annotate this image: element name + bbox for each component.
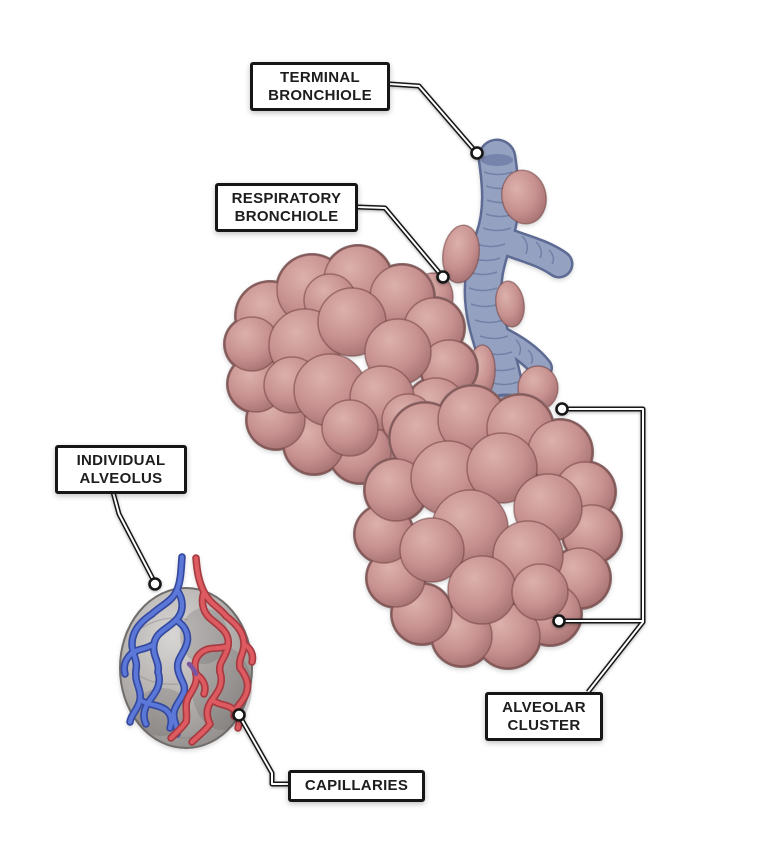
endpoint-terminal-bronchiole	[470, 146, 484, 160]
tube-opening	[481, 154, 513, 166]
endpoint-alveolar-cluster-top	[555, 402, 569, 416]
endpoint-alveolar-cluster-bottom	[552, 614, 566, 628]
endpoint-capillaries	[232, 708, 246, 722]
leader-lines	[113, 84, 643, 784]
individual-alveolus	[119, 557, 253, 749]
label-terminal-bronchiole: TERMINAL BRONCHIOLE	[250, 62, 390, 112]
label-alveolar-cluster: ALVEOLAR CLUSTER	[485, 692, 603, 742]
label-individual-alveolus: INDIVIDUAL ALVEOLUS	[55, 445, 187, 495]
label-respiratory-bronchiole: RESPIRATORY BRONCHIOLE	[215, 183, 358, 233]
alveolar-cluster-lower	[353, 384, 623, 670]
alveolar-cluster-upper	[223, 244, 479, 485]
capillary-junction	[186, 661, 199, 677]
endpoint-individual-alveolus	[148, 577, 162, 591]
endpoint-respiratory-bronchiole	[436, 270, 450, 284]
label-capillaries: CAPILLARIES	[288, 770, 425, 802]
